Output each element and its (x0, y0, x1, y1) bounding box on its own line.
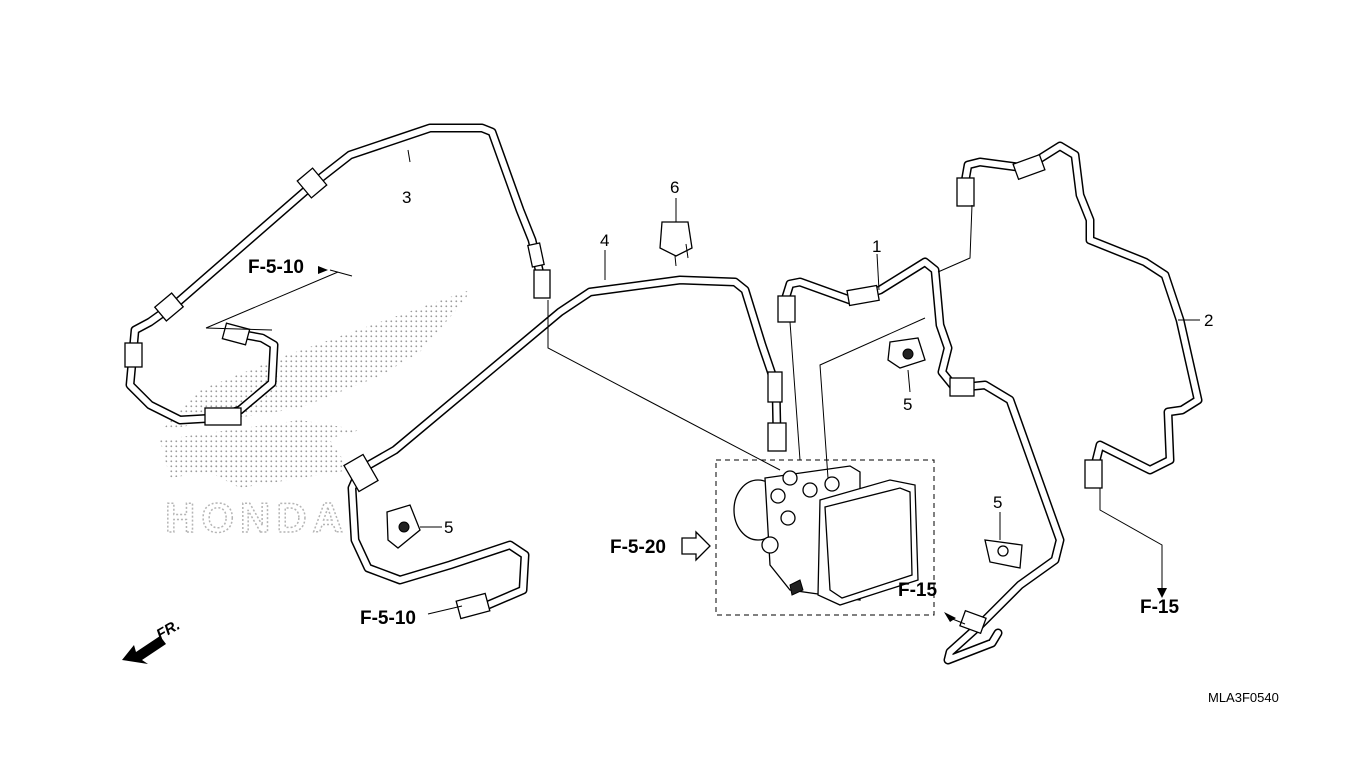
pipe-2-flare-nut (1084, 459, 1103, 489)
callout-part-6: 6 (670, 178, 679, 197)
callout-part-2: 2 (1204, 311, 1213, 330)
leader-lines (205, 149, 1200, 615)
abs-port (782, 470, 798, 486)
abs-ecu-inner (824, 487, 913, 599)
arrow-f510-top (318, 266, 328, 274)
abs-port (824, 476, 840, 492)
pipe-1-sleeve (846, 284, 880, 307)
abs-port (770, 488, 786, 504)
pipe-4-flare-nut (767, 422, 787, 452)
pipe-clamp-5a (386, 504, 421, 549)
pipe-2-flare-nut (956, 177, 975, 207)
callout-part-4: 4 (600, 231, 609, 250)
abs-mount (789, 579, 804, 596)
ref-f-15-right: F-15 (1140, 597, 1180, 618)
pipe-clamp-5b (887, 337, 926, 369)
callout-part-1: 1 (872, 237, 881, 256)
callout-part-3: 3 (402, 188, 411, 207)
abs-port (780, 510, 796, 526)
callout-part-5c: 5 (993, 493, 1002, 512)
arrow-f15-right (1157, 588, 1167, 598)
pipe-1-flare-nut (777, 295, 796, 323)
brake-pipe-2 (956, 141, 1203, 489)
arrow-f520 (681, 530, 711, 562)
pipe-4-flare-nut (455, 592, 491, 620)
pipe-4-sleeve (343, 453, 379, 493)
diagram-code: MLA3F0540 (1208, 690, 1279, 705)
pipe-3-sleeve (124, 342, 143, 368)
abs-modulator (715, 459, 935, 616)
callout-part-5a: 5 (444, 518, 453, 537)
ref-f-5-10-top: F-5-10 (248, 257, 304, 278)
honda-watermark-text: HONDA (165, 494, 349, 541)
abs-port (802, 482, 818, 498)
pipe-1-sleeve (949, 377, 975, 397)
pipe-clamp-5c (984, 539, 1023, 569)
brake-pipe-1 (777, 257, 1065, 665)
brake-pipe-3 (124, 123, 551, 426)
ref-f-5-20: F-5-20 (610, 537, 666, 558)
arrow-f15-center (944, 612, 956, 622)
ref-f-15-center: F-15 (898, 580, 938, 601)
bracket-6 (659, 221, 693, 267)
pipe-3-sleeve (153, 292, 185, 322)
brake-pipe-4 (343, 275, 787, 620)
pipe-3-flare-nut (533, 269, 551, 299)
abs-outline-box (715, 459, 935, 616)
pipe-3-flare-nut (221, 322, 251, 346)
front-direction-arrow: FR. (122, 617, 183, 664)
pipe-3-sleeve (204, 407, 242, 426)
pipe-3-sleeve (296, 167, 328, 199)
pipe-3-sleeve (527, 242, 545, 268)
ref-f-5-10-bottom: F-5-10 (360, 608, 416, 629)
pipe-2-sleeve (1012, 153, 1046, 181)
callout-part-5b: 5 (903, 395, 912, 414)
abs-port (761, 536, 779, 554)
pipe-1-flare-nut (959, 609, 987, 635)
pipe-4-sleeve (767, 371, 783, 403)
honda-wing-watermark (160, 290, 470, 488)
